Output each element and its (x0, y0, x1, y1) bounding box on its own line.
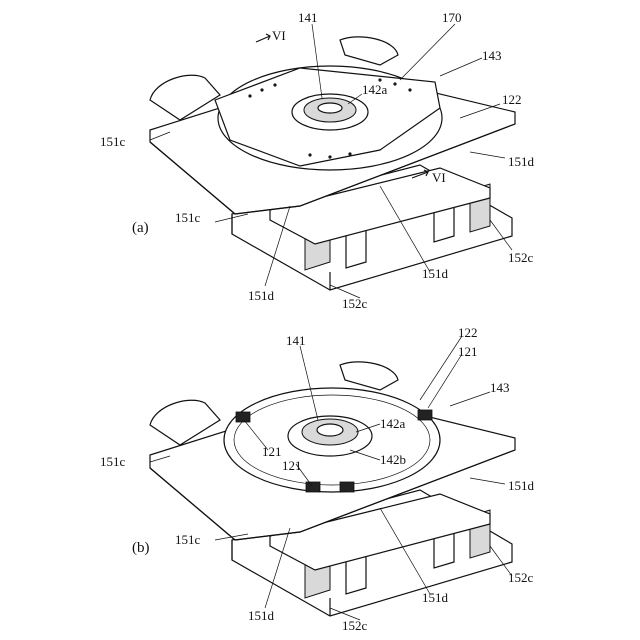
panel-tag-b: (b) (132, 540, 150, 556)
label-122-b: 122 (458, 325, 478, 340)
label-vi-top-a: VI (272, 28, 286, 43)
label-151c-left-b: 151c (100, 454, 126, 469)
bearing-hub-a (318, 103, 342, 113)
label-142b-b: 142b (380, 452, 406, 467)
label-152c-right-b: 152c (508, 570, 534, 585)
label-121-left-b: 121 (262, 444, 282, 459)
panel-a-drawing (150, 24, 515, 298)
label-141-a: 141 (298, 10, 318, 25)
label-143-a: 143 (482, 48, 502, 63)
label-151d-mid-b: 151d (422, 590, 449, 605)
roller-121-3-b (306, 482, 320, 492)
label-vi-bottom-a: VI (432, 170, 446, 185)
label-170-a: 170 (442, 10, 462, 25)
label-151d-bottom-b: 151d (248, 608, 275, 623)
label-151d-mid-a: 151d (422, 266, 449, 281)
label-142a-a: 142a (362, 82, 388, 97)
label-152c-right-a: 152c (508, 250, 534, 265)
label-152c-bottom-b: 152c (342, 618, 368, 633)
label-121-mid-b: 121 (282, 458, 302, 473)
section-arrow-top-a (256, 34, 270, 42)
panel-b-drawing (150, 336, 515, 620)
arm-right-b (340, 362, 398, 390)
label-141-b: 141 (286, 333, 306, 348)
label-151c-mid-b: 151c (175, 532, 201, 547)
label-143-b: 143 (490, 380, 510, 395)
label-151c-left-a: 151c (100, 134, 126, 149)
label-151d-right-a: 151d (508, 154, 535, 169)
roller-121-1-b (236, 412, 250, 422)
label-151d-right-b: 151d (508, 478, 535, 493)
arm-right-a (340, 37, 398, 65)
panel-tag-a: (a) (132, 220, 149, 236)
label-152c-bottom-a: 152c (342, 296, 368, 311)
roller-121-4-b (340, 482, 354, 492)
label-151d-bottom-a: 151d (248, 288, 275, 303)
label-151c-mid-a: 151c (175, 210, 201, 225)
bearing-hub-b (317, 424, 343, 436)
label-121-top-b: 121 (458, 344, 478, 359)
label-122-a: 122 (502, 92, 522, 107)
label-142a-b: 142a (380, 416, 406, 431)
roller-121-2-b (418, 410, 432, 420)
